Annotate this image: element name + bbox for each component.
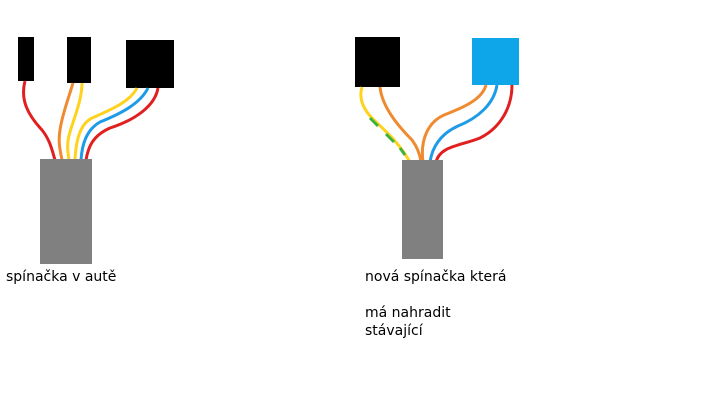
new-switch-caption-line3: stávající (365, 323, 423, 339)
old-connector-1 (18, 37, 34, 81)
old-connector-2 (67, 37, 91, 83)
new-switch-body (402, 160, 443, 259)
wire-yellow-1 (66, 82, 84, 161)
wire-red-3 (434, 84, 514, 163)
wire-yellow-2 (73, 87, 139, 161)
wire-green-stripes (368, 116, 407, 156)
wire-orange-2 (378, 86, 423, 163)
new-switch-group (355, 37, 519, 259)
old-switch-caption: spínačka v autě (6, 269, 117, 285)
wire-orange-1 (57, 82, 75, 161)
wire-orange-3 (420, 84, 488, 163)
wire-blue-2 (428, 84, 499, 163)
new-connector-blue (472, 38, 519, 85)
new-switch-caption-line1: nová spínačka která (365, 269, 507, 285)
old-switch-group (18, 37, 174, 264)
wire-blue-1 (79, 87, 150, 161)
wire-red-1 (22, 80, 57, 161)
new-switch-caption-line2: má nahradit (365, 305, 451, 321)
wire-red-2 (84, 87, 160, 161)
old-switch-body (40, 159, 92, 264)
new-connector-black (355, 37, 400, 87)
old-connector-3 (126, 40, 174, 88)
